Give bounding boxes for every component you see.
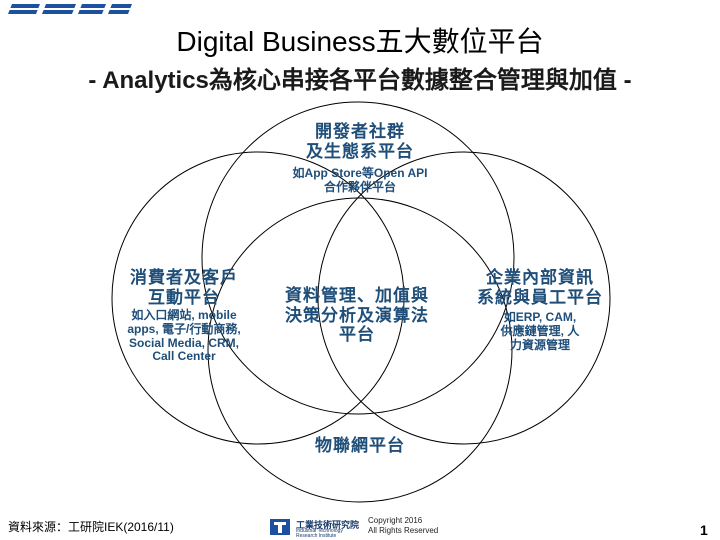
top-detail-2: 合作夥伴平台: [323, 179, 396, 194]
copyright-line-2: All Rights Reserved: [368, 526, 439, 535]
right-circle-label: 企業內部資訊 系統與員工平台 如ERP, CAM, 供應鏈管理, 人 力資源管理: [460, 268, 620, 352]
page-subtitle: - Analytics為核心串接各平台數據整合管理與加值 -: [88, 67, 632, 94]
center-line-2: 決策分析及演算法: [285, 305, 429, 325]
org-en-1: Industrial Technology: [296, 528, 343, 534]
center-line-3: 平台: [339, 325, 375, 345]
venn-circle-left: [111, 151, 405, 445]
bottom-circle-label: 物聯網平台: [315, 436, 405, 455]
venn-circle-right: [317, 151, 611, 445]
org-name: 工業技術研究院: [296, 520, 360, 530]
itri-footer-logo: 工業技術研究院 Industrial Technology Research I…: [268, 515, 362, 539]
venn-circle-top: [201, 101, 515, 415]
top-heading-1: 開發者社群: [315, 122, 405, 141]
left-detail-3: Social Media, CRM,: [128, 335, 240, 350]
venn-circle-bottom: [207, 197, 513, 503]
right-detail-3: 力資源管理: [509, 337, 570, 352]
left-detail-4: Call Center: [152, 349, 216, 364]
source-note: 資料來源：工研院IEK(2016/11): [8, 520, 174, 534]
left-heading-2: 互動平台: [148, 287, 220, 307]
left-detail-2: apps, 電子/行動商務,: [127, 321, 241, 336]
center-label: 資料管理、加值與 決策分析及演算法 平台: [272, 286, 442, 345]
left-heading-1: 消費者及客戶: [130, 268, 238, 287]
org-en-2: Research Institute: [296, 533, 337, 539]
right-heading-1: 企業內部資訊: [486, 268, 594, 287]
top-circle-label: 開發者社群 及生態系平台 如App Store等Open API 合作夥伴平台: [260, 122, 460, 195]
left-circle-label: 消費者及客戶 互動平台 如入口網站, mobile apps, 電子/行動商務,…: [108, 268, 260, 364]
copyright: Copyright 2016 All Rights Reserved: [368, 516, 438, 536]
right-detail-1: 如ERP, CAM,: [503, 310, 577, 325]
top-heading-2: 及生態系平台: [306, 141, 414, 161]
page-number: 1: [700, 522, 708, 538]
itri-mark-icon: [270, 519, 290, 535]
top-detail-1: 如App Store等Open API: [292, 166, 428, 181]
center-line-1: 資料管理、加值與: [285, 286, 429, 305]
right-detail-2: 供應鏈管理, 人: [500, 323, 580, 338]
page-title: Digital Business五大數位平台: [176, 26, 544, 57]
right-heading-2: 系統與員工平台: [477, 287, 603, 307]
itri-stripe-logo-icon: [6, 4, 134, 14]
left-detail-1: 如入口網站, mobile: [131, 308, 237, 323]
copyright-line-1: Copyright 2016: [368, 516, 423, 525]
